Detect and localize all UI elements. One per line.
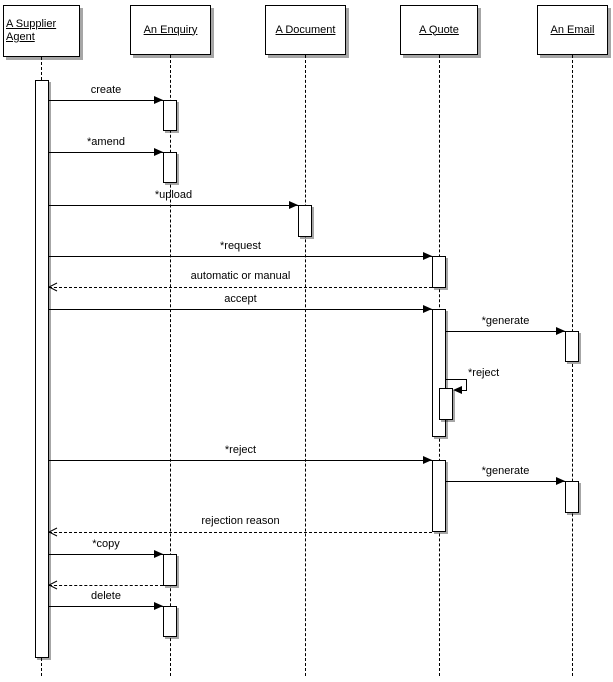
message-line-request (49, 256, 432, 257)
message-label-create: create (90, 84, 122, 96)
actor-box-quote: A Quote (400, 5, 478, 55)
arrowhead-left (453, 386, 462, 394)
actor-label-document: A Document (275, 23, 336, 36)
message-line-delete (49, 606, 163, 607)
actor-box-document: A Document (265, 5, 346, 55)
message-line-amend (49, 152, 163, 153)
message-line-rejection-reason (49, 532, 432, 533)
arrowhead-right (423, 456, 432, 464)
message-line-copy (49, 554, 163, 555)
activation-enquiry-amend (163, 152, 177, 183)
arrowhead-right (556, 327, 565, 335)
message-label-generate-2: *generate (481, 465, 530, 477)
actor-label-email: An Email (550, 23, 595, 36)
arrowhead-right (556, 477, 565, 485)
activation-enquiry-delete (163, 606, 177, 637)
message-line-accept (49, 309, 432, 310)
actor-label-enquiry: An Enquiry (143, 23, 198, 36)
arrowhead-right (423, 305, 432, 313)
message-label-automatic-or-manual: automatic or manual (190, 270, 291, 282)
actor-box-enquiry: An Enquiry (130, 5, 211, 55)
open-arrowhead-left (48, 580, 58, 590)
activation-enquiry-create (163, 100, 177, 131)
actor-label-quote: A Quote (419, 23, 459, 36)
activation-document-upload (298, 205, 312, 237)
message-label-delete: delete (91, 590, 121, 602)
message-line-create (49, 100, 163, 101)
arrowhead-right (289, 201, 298, 209)
message-label-generate-1: *generate (481, 315, 530, 327)
actor-box-email: An Email (537, 5, 608, 55)
message-label-self-reject: *reject (468, 367, 500, 379)
message-label-rejection-reason: rejection reason (201, 515, 280, 527)
arrowhead-right (154, 96, 163, 104)
message-line-self-reject-bottom (459, 390, 467, 391)
message-label-amend: *amend (87, 136, 125, 148)
message-label-upload: *upload (154, 189, 193, 201)
message-label-accept: accept (224, 293, 257, 305)
message-line-reject (49, 460, 432, 461)
lifeline-document (305, 55, 306, 676)
arrowhead-right (154, 602, 163, 610)
message-label-copy: *copy (92, 538, 120, 550)
message-line-automatic-or-manual (49, 287, 432, 288)
arrowhead-right (154, 550, 163, 558)
message-line-generate-2 (446, 481, 565, 482)
open-arrowhead-left (48, 282, 58, 292)
activation-email-generate-2 (565, 481, 579, 513)
message-label-request: *request (220, 240, 261, 252)
actor-label-supplier-agent: A Supplier Agent (6, 18, 57, 43)
message-line-upload (49, 205, 298, 206)
activation-quote-request (432, 256, 446, 288)
lifeline-enquiry (170, 55, 171, 676)
arrowhead-right (154, 148, 163, 156)
arrowhead-right (423, 252, 432, 260)
activation-supplier-agent (35, 80, 49, 658)
message-line-generate-1 (446, 331, 565, 332)
lifeline-email (572, 55, 573, 676)
message-line-copy-return (49, 585, 163, 586)
activation-enquiry-copy (163, 554, 177, 586)
activation-quote-reject (432, 460, 446, 532)
activation-email-generate-1 (565, 331, 579, 362)
message-label-reject: *reject (224, 444, 257, 456)
open-arrowhead-left (48, 527, 58, 537)
activation-quote-self-reject (439, 388, 453, 420)
message-line-self-reject-vertical (466, 379, 467, 390)
actor-box-supplier-agent: A Supplier Agent (3, 5, 80, 57)
message-line-self-reject-top (446, 379, 467, 380)
